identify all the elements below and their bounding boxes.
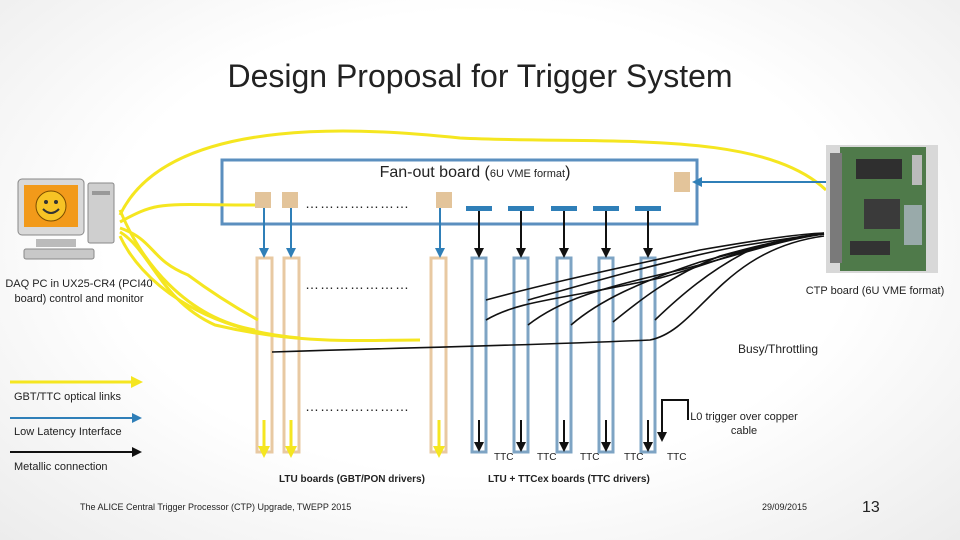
- page-number: 13: [862, 499, 880, 516]
- l0-cable: [657, 399, 689, 442]
- ltu-group-label: LTU boards (GBT/PON drivers): [279, 474, 425, 485]
- fanout-board-label: Fan-out board (6U VME format): [360, 164, 590, 182]
- ctp-board-label: CTP board (6U VME format): [805, 285, 945, 297]
- smiley-computer-icon: [17, 178, 115, 260]
- fanout-dots: …………………: [305, 195, 410, 211]
- footer-date: 29/09/2015: [762, 502, 808, 512]
- metallic-arrows: [474, 211, 653, 258]
- ttc-label-2: TTC: [537, 452, 557, 463]
- ttc-label-1: TTC: [494, 452, 514, 463]
- fanout-format: 6U VME format: [489, 168, 566, 180]
- fanout-label-text: Fan-out board (: [379, 164, 490, 181]
- ttc-label-3: TTC: [580, 452, 600, 463]
- ttcex-boards: [470, 256, 657, 454]
- lvds-arrows: [259, 177, 826, 258]
- page-title: Design Proposal for Trigger System: [227, 58, 733, 94]
- ttcex-group-label: LTU + TTCex boards (TTC drivers): [488, 474, 650, 485]
- middle-dots-1: …………………: [305, 276, 410, 292]
- busy-throttling-label: Busy/Throttling: [738, 342, 819, 356]
- gbt-links: [118, 129, 828, 343]
- legend-gbt-label: GBT/TTC optical links: [14, 391, 121, 403]
- middle-dots-2: …………………: [305, 398, 410, 414]
- fanout-pins: [466, 206, 661, 211]
- l0-trigger-label: L0 trigger over copper cable: [690, 411, 798, 437]
- ttc-arrows: [474, 420, 653, 452]
- busy-lines: [271, 232, 825, 353]
- fanout-label-close: ): [565, 164, 571, 181]
- legend-metallic-label: Metallic connection: [14, 461, 108, 473]
- footer-citation: The ALICE Central Trigger Processor (CTP…: [80, 502, 352, 512]
- output-arrows: [258, 420, 445, 458]
- fanout-board: [220, 158, 699, 226]
- daq-pc-label: DAQ PC in UX25-CR4 (PCI40 board) control…: [5, 278, 153, 305]
- legend-lli-label: Low Latency Interface: [14, 426, 122, 438]
- fanout-connectors: [255, 172, 690, 208]
- circuit-board-photo: [826, 145, 938, 273]
- ttc-label-5: TTC: [667, 452, 687, 463]
- ttc-label-4: TTC: [624, 452, 644, 463]
